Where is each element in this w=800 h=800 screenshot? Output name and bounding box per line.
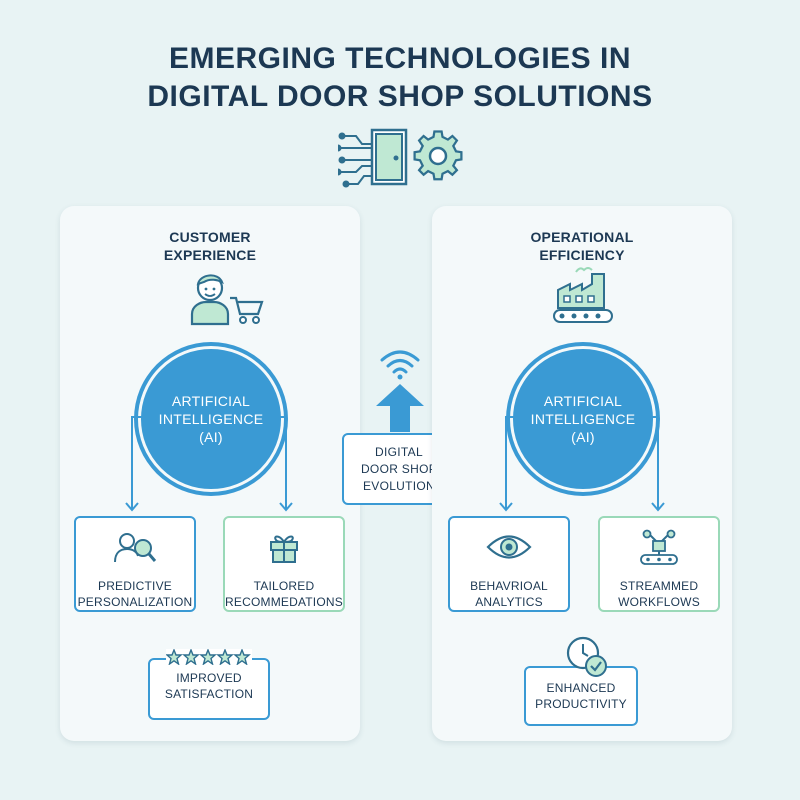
center-graphic (376, 350, 424, 432)
eye-icon (486, 535, 532, 559)
title-line-1: EMERGING TECHNOLOGIES IN (168, 42, 632, 75)
predictive-personalization-box: PREDICTIVE PERSONALIZATION (74, 516, 196, 612)
tailored-recommendations-box: TAILORED RECOMMEDATIONS (223, 516, 345, 612)
ai-circle: ARTIFICIAL INTELLIGENCE (AI) (510, 346, 656, 492)
branch-arrows (125, 416, 293, 512)
clock-check-icon (566, 636, 607, 677)
circuit-lines-icon (338, 132, 372, 188)
user-search-icon (114, 533, 157, 563)
gift-icon (270, 535, 298, 563)
factory-conveyor-icon (553, 267, 613, 323)
ai-circle: ARTIFICIAL INTELLIGENCE (AI) (138, 346, 284, 492)
up-arrow-icon (376, 384, 424, 432)
shopper-with-cart-icon (190, 274, 264, 326)
branch-arrows (499, 416, 665, 512)
customer-experience-panel: CUSTOMER EXPERIENCE ARTIFICIAL INTELLIGE… (60, 206, 360, 741)
streamlined-workflows-box: STREAMMED WORKFLOWS (598, 516, 720, 612)
behavioral-analytics-box: BEHAVRIOAL ANALYTICS (448, 516, 570, 612)
improved-satisfaction-box: IMPROVED SATISFACTION (148, 649, 270, 720)
door-icon (370, 128, 408, 186)
gear-icon (413, 130, 463, 181)
title-line-2: DIGITAL DOOR SHOP SOLUTIONS (147, 80, 653, 113)
wifi-icon (380, 350, 420, 380)
robot-arm-conveyor-icon (640, 529, 678, 565)
operational-efficiency-panel: OPERATIONAL EFFICIENCY ARTIFICIAL INTELL… (432, 206, 732, 741)
panel-title: CUSTOMER EXPERIENCE (163, 229, 257, 263)
page-title: EMERGING TECHNOLOGIES IN DIGITAL DOOR SH… (0, 40, 800, 116)
five-stars-icon (166, 649, 252, 665)
header-icons (338, 126, 468, 190)
panel-title: OPERATIONAL EFFICIENCY (530, 229, 634, 263)
enhanced-productivity-box: ENHANCED PRODUCTIVITY (524, 636, 638, 726)
